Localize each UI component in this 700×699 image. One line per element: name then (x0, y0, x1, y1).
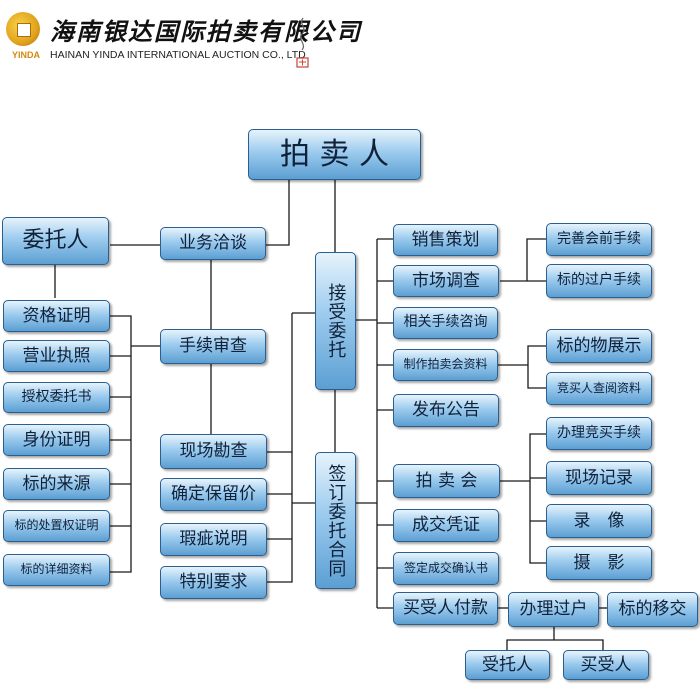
node-accept-commission: 接受委托 (315, 252, 356, 390)
node-video: 录 像 (546, 504, 652, 538)
node-reserve-price: 确定保留价 (160, 478, 267, 511)
node-id-cert: 身份证明 (3, 424, 110, 456)
node-business-talk: 业务洽谈 (160, 227, 266, 260)
node-related-consult: 相关手续咨询 (393, 307, 498, 339)
node-item-handover: 标的移交 (607, 592, 698, 627)
node-business-license: 营业执照 (3, 340, 110, 372)
company-name-cn: 海南银达国际拍卖有限公司 (50, 17, 362, 46)
node-item-source: 标的来源 (3, 468, 110, 500)
node-publish-notice: 发布公告 (393, 394, 499, 427)
node-photo: 摄 影 (546, 546, 652, 580)
node-special-requirements: 特别要求 (160, 566, 267, 599)
signature-seal-icon (296, 17, 309, 68)
company-logo-icon (6, 12, 40, 46)
node-procedure-review: 手续审查 (160, 329, 266, 364)
node-consignor-2: 受托人 (465, 650, 550, 680)
node-qualification-cert: 资格证明 (3, 300, 110, 332)
node-item-transfer-procedure: 标的过户手续 (546, 264, 652, 298)
node-make-materials: 制作拍卖会资料 (393, 349, 498, 381)
node-sales-planning: 销售策划 (393, 224, 498, 256)
node-authorization-letter: 授权委托书 (3, 382, 110, 413)
node-auctioneer: 拍 卖 人 (248, 129, 421, 180)
node-bidder-procedure: 办理竞买手续 (546, 417, 652, 450)
node-buyer-pays: 买受人付款 (393, 592, 498, 625)
node-deal-voucher: 成交凭证 (393, 509, 499, 542)
company-name-en: HAINAN YINDA INTERNATIONAL AUCTION CO., … (50, 49, 306, 61)
node-buyer: 买受人 (563, 650, 649, 680)
node-market-research: 市场调查 (393, 265, 499, 297)
node-disposal-right-cert: 标的处置权证明 (3, 510, 110, 542)
node-bidder-review: 竞买人查阅资料 (546, 372, 652, 405)
node-item-display: 标的物展示 (546, 329, 652, 363)
node-transfer-procedure: 办理过户 (508, 592, 599, 627)
node-complete-pre-procedure: 完善会前手续 (546, 223, 652, 256)
node-item-details: 标的详细资料 (3, 554, 110, 586)
node-site-record: 现场记录 (546, 461, 652, 495)
node-consignor: 委托人 (2, 217, 109, 265)
node-defect-note: 瑕疵说明 (160, 523, 267, 556)
node-sign-contract: 签订委托合同 (315, 452, 356, 589)
node-sign-confirmation: 签定成交确认书 (393, 552, 499, 585)
logo-abbreviation: YINDA (11, 50, 40, 60)
node-auction-meeting: 拍 卖 会 (393, 464, 500, 498)
node-site-survey: 现场勘查 (160, 434, 267, 469)
header: YINDA 海南银达国际拍卖有限公司 HAINAN YINDA INTERNAT… (0, 0, 700, 80)
